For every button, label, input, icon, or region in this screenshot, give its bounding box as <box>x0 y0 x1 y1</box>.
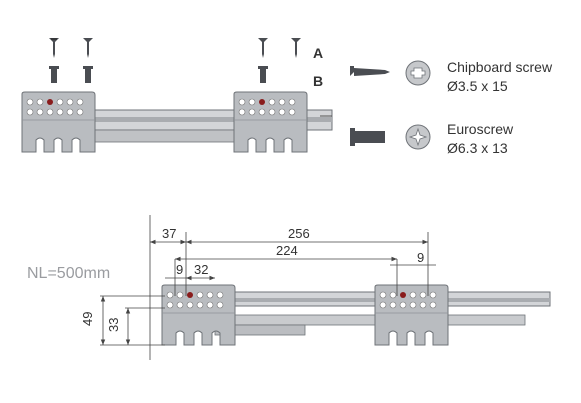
screw-label-a: A <box>313 45 323 61</box>
dimension-256: 256 <box>288 226 310 241</box>
euro-screw-size: Ø6.3 x 13 <box>447 140 508 156</box>
euro-screw-head-icon <box>405 124 431 150</box>
euro-screw-name: Euroscrew <box>447 121 514 137</box>
bottom-bracket-right <box>374 284 449 346</box>
dimension-left-9: 9 <box>176 262 183 277</box>
dimension-lines <box>100 215 436 360</box>
chipboard-screw-head-icon <box>405 60 431 86</box>
chipboard-screw-size: Ø3.5 x 15 <box>447 78 508 94</box>
dimension-32: 32 <box>194 262 208 277</box>
euro-screw-icons <box>49 66 268 83</box>
nominal-length-label: NL=500mm <box>27 265 110 282</box>
dimension-224: 224 <box>276 243 298 258</box>
chipboard-screw-icons <box>49 38 301 58</box>
dimension-33: 33 <box>106 318 121 332</box>
dimension-right-9: 9 <box>417 250 424 265</box>
dimension-37: 37 <box>162 226 176 241</box>
chipboard-screw-name: Chipboard screw <box>447 59 553 75</box>
chipboard-screw-side-icon <box>350 66 390 76</box>
top-bracket-left <box>21 91 96 153</box>
screw-label-b: B <box>313 73 323 89</box>
dimension-49: 49 <box>80 312 95 326</box>
bottom-bracket-left <box>161 284 236 346</box>
top-bracket-right <box>233 91 308 153</box>
euro-screw-side-icon <box>350 128 385 146</box>
